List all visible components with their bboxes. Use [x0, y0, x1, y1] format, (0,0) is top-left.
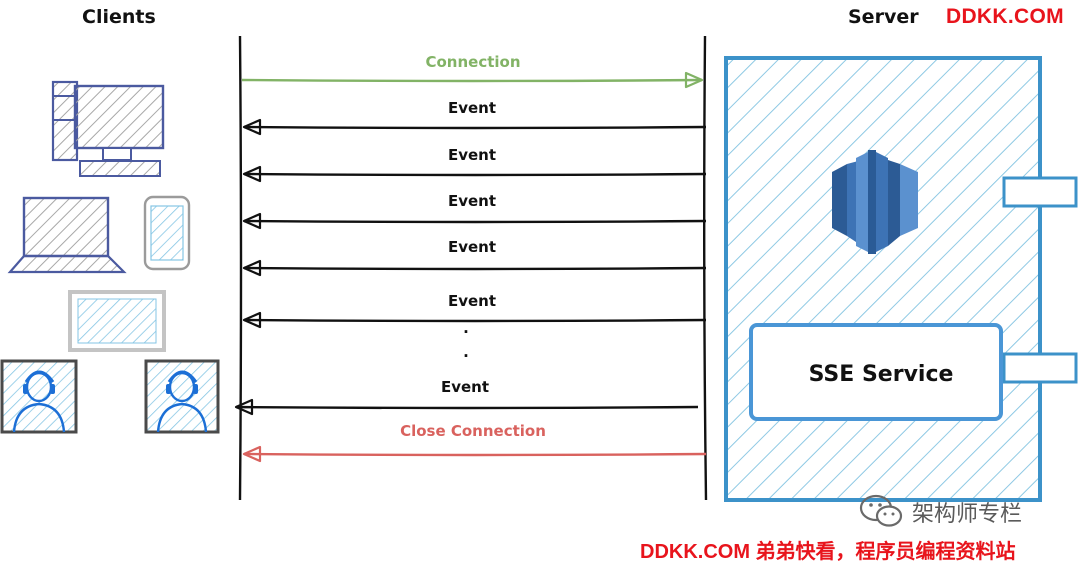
message-arrow-line — [235, 405, 699, 410]
message-arrow-line — [243, 219, 707, 224]
user-avatar-icon — [0, 359, 78, 434]
message-label: Event — [448, 292, 496, 310]
sse-service-box — [749, 323, 1003, 421]
event-message: Event — [242, 192, 707, 230]
message-list: ConnectionEventEventEventEventEventEvent… — [234, 53, 707, 463]
close-connection-message: Close Connection — [242, 422, 707, 463]
arrowhead-icon — [242, 311, 262, 329]
arrowhead-icon — [242, 165, 262, 183]
phone-icon — [143, 195, 191, 271]
tablet-icon — [68, 290, 166, 352]
server-port-top — [1002, 176, 1078, 208]
message-arrow-line — [243, 266, 707, 271]
message-label: Event — [441, 378, 489, 396]
arrowhead-icon — [234, 398, 254, 416]
message-arrow-line — [243, 125, 707, 130]
user-avatar-icon — [144, 359, 220, 434]
laptop-icon — [7, 196, 127, 274]
message-arrow-line — [243, 172, 707, 177]
arrowhead-icon — [242, 259, 262, 277]
message-label: Event — [448, 99, 496, 117]
wechat-icon — [859, 494, 903, 527]
server-port-bottom — [1002, 352, 1078, 384]
ellipsis-dot-1: . — [463, 319, 469, 337]
message-label: Event — [448, 238, 496, 256]
message-arrow-line — [241, 78, 703, 83]
event-message: Event — [242, 238, 707, 277]
brand-watermark-top: DDKK.COM — [946, 5, 1064, 28]
clients-heading: Clients — [82, 6, 156, 28]
sse-service-label: SSE Service — [809, 362, 954, 387]
client-lifeline — [238, 35, 243, 501]
message-label: Event — [448, 146, 496, 164]
event-message: Event — [242, 146, 707, 183]
wechat-watermark-text: 架构师专栏 — [912, 502, 1023, 527]
brand-watermark-bottom: DDKK.COM 弟弟快看，程序员编程资料站 — [640, 541, 1016, 563]
message-label: Close Connection — [400, 422, 546, 440]
arrowhead-icon — [684, 71, 704, 89]
message-arrow-line — [243, 452, 707, 457]
desktop-computer-icon — [51, 80, 165, 177]
database-cluster-icon — [832, 150, 918, 254]
connection-message: Connection — [241, 53, 704, 89]
event-message: Event — [234, 378, 699, 416]
event-message: Event — [242, 292, 707, 329]
event-message: Event — [242, 99, 707, 136]
message-label: Connection — [425, 53, 520, 71]
message-label: Event — [448, 192, 496, 210]
server-box: SSE Service — [724, 56, 1078, 502]
message-arrow-line — [243, 318, 707, 323]
server-heading: Server — [848, 6, 919, 28]
arrowhead-icon — [242, 445, 262, 463]
arrowhead-icon — [242, 212, 262, 230]
arrowhead-icon — [242, 118, 262, 136]
ellipsis-dot-2: . — [463, 343, 469, 361]
